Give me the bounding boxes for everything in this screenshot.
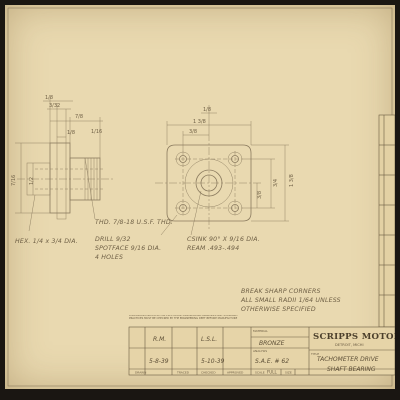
note-drill: DRILL 9/32 xyxy=(95,236,131,243)
dim-front-half: 3/8 xyxy=(257,191,263,199)
drawn-initials: R.M. xyxy=(153,336,166,343)
dim-side-7: 1/2 xyxy=(29,177,35,185)
dim-side-6: 7/16 xyxy=(11,175,17,186)
disclaimer-wrap: DIMENSIONS INDICATED ON ELECTRICAL ENGIN… xyxy=(129,315,238,320)
engineering-drawing: 1/8 3/32 7/8 1/8 1/16 7/16 1/2 HEX. 1/4 … xyxy=(7,7,395,387)
title-line-1: TACHOMETER DRIVE xyxy=(317,356,379,363)
dim-side-3: 7/8 xyxy=(75,114,83,120)
note-csink: CSINK 90° X 9/16 DIA. xyxy=(187,235,260,243)
traced-label: TRACED xyxy=(176,371,190,375)
checked-initials: L.S.L. xyxy=(201,336,217,343)
title-block xyxy=(128,326,395,376)
note-holes: 4 HOLES xyxy=(95,254,123,261)
drawn-label: DRAWN xyxy=(135,371,146,375)
note-break-1: BREAK SHARP CORNERS xyxy=(241,288,321,295)
analysis-label: ANALYSIS xyxy=(253,349,267,353)
dim-side-4: 1/8 xyxy=(67,130,75,136)
drawing-sheet: 1/8 3/32 7/8 1/8 1/16 7/16 1/2 HEX. 1/4 … xyxy=(5,5,395,389)
dim-front-height: 1 3/8 xyxy=(289,174,295,187)
dim-front-bolt: 3/4 xyxy=(273,179,279,187)
dim-side-2: 3/32 xyxy=(49,103,60,109)
analysis-value: S.A.E. # 62 xyxy=(255,358,289,365)
title-line-2: SHAFT BEARING xyxy=(327,366,376,373)
company-name: SCRIPPS MOTOR xyxy=(313,332,395,342)
title-label: TITLE xyxy=(310,352,319,356)
disclaimer-text: DIMENSIONS INDICATED ON ELECTRICAL ENGIN… xyxy=(129,315,238,320)
dim-front-top: 1/8 xyxy=(203,107,211,113)
approved-label: APPROVED xyxy=(227,371,244,375)
dim-front-width: 1 3/8 xyxy=(193,119,206,125)
dim-front-offset: 3/8 xyxy=(189,129,197,135)
note-ream: REAM .493-.494 xyxy=(187,245,239,252)
revision-panel xyxy=(378,114,395,328)
checked-label: CHECKED xyxy=(201,371,216,375)
scale-label: SCALE xyxy=(255,371,265,375)
note-break-2: ALL SMALL RADII 1/64 UNLESS xyxy=(240,297,341,304)
front-view xyxy=(84,105,289,236)
dim-side-1: 1/8 xyxy=(45,95,53,101)
side-view xyxy=(15,97,113,232)
note-spotface: SPOTFACE 9/16 DIA. xyxy=(95,245,161,252)
note-hex: HEX. 1/4 x 3/4 DIA. xyxy=(15,238,78,245)
dim-side-5: 1/16 xyxy=(91,129,102,135)
material-label: MATERIAL xyxy=(253,329,268,333)
company-location: DETROIT, MICHI xyxy=(335,343,364,347)
size-label: SIZE xyxy=(285,371,292,375)
note-thread: THD. 7/8-18 U.S.F. THD. xyxy=(95,219,173,226)
scale-value: FULL xyxy=(267,370,277,375)
date-checked: 5-10-39 xyxy=(201,358,225,365)
material-value: BRONZE xyxy=(259,340,285,347)
note-break-3: OTHERWISE SPECIFIED xyxy=(241,306,316,313)
date-drawn: 5-8-39 xyxy=(149,358,169,365)
